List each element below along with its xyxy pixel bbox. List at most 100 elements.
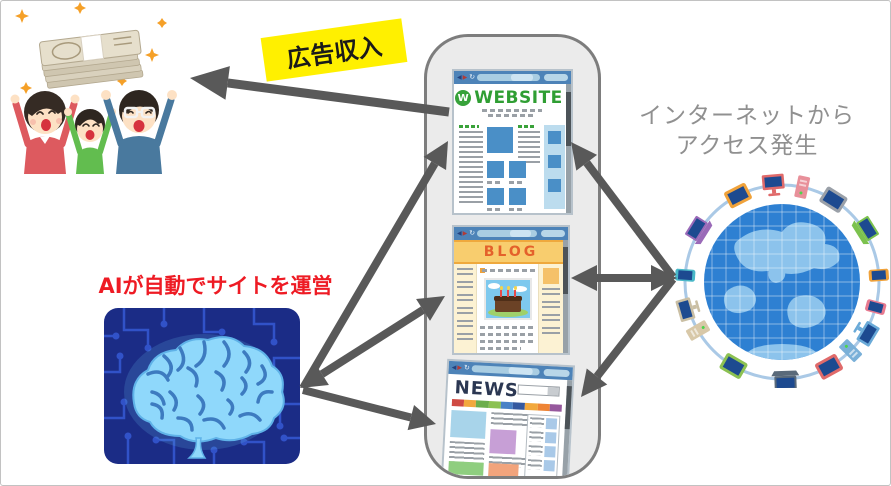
news-left-column <box>448 410 487 476</box>
ticker-segment <box>488 400 501 409</box>
phone-icon <box>868 268 890 282</box>
tablet-icon <box>815 354 843 380</box>
ad-box <box>543 268 559 284</box>
ai-caption: AIが自動でサイトを運営 <box>98 274 333 298</box>
laptop-icon <box>771 370 800 388</box>
back-icon: ◀ <box>457 74 462 81</box>
monitor-icon <box>675 297 701 322</box>
blog-window: ◀ ▶ ↻ BLOG <box>452 225 570 355</box>
content-image <box>509 161 526 178</box>
circuit-nodes <box>112 320 288 454</box>
phone-icon <box>865 299 887 315</box>
scrollbar <box>563 240 568 353</box>
blog-right-sidebar <box>538 264 563 353</box>
cake-photo <box>484 278 532 320</box>
forward-icon: ▶ <box>462 230 468 237</box>
money-family-illustration <box>10 2 177 174</box>
ai-brain-illustration <box>104 308 300 464</box>
tablet-icon <box>719 353 748 379</box>
search-box <box>517 384 560 397</box>
content-image <box>509 188 526 205</box>
browser-menu-button <box>543 74 568 81</box>
placeholder-text <box>482 109 542 112</box>
ticker-segment <box>537 403 550 412</box>
placeholder-text <box>488 114 536 117</box>
blog-header: BLOG <box>454 240 568 264</box>
news-image-purple <box>489 429 517 455</box>
ticker-segment <box>451 399 465 407</box>
brain-icon <box>132 336 285 459</box>
news-title: NEWS <box>454 377 520 402</box>
tower-icon <box>794 175 811 199</box>
news-right-sidebar <box>524 414 561 476</box>
thumbnail <box>543 459 556 472</box>
website-title: WEBSITE <box>474 88 563 108</box>
ticker-segment <box>500 401 514 410</box>
money-stack-icon <box>38 29 144 89</box>
ticker-segment <box>512 402 526 410</box>
internet-caption-line1: インターネットから <box>639 103 855 129</box>
website-logo-icon: W <box>455 90 472 106</box>
blog-left-sidebar <box>454 264 477 353</box>
content-image <box>487 161 504 178</box>
monitor-icon <box>761 173 785 197</box>
browser-menu-button <box>541 230 565 237</box>
forward-icon: ▶ <box>457 364 463 372</box>
boy-figure <box>64 108 116 174</box>
internet-caption-line2: アクセス発生 <box>675 133 819 159</box>
news-window: ◀ ▶ ↻ NEWS <box>440 358 576 476</box>
tower-icon <box>839 339 862 362</box>
laptop-icon <box>685 216 713 245</box>
globe-continents <box>723 222 840 360</box>
news-category-bar <box>451 399 562 412</box>
ticker-segment <box>463 399 477 408</box>
tower-icon <box>686 320 710 341</box>
globe-devices <box>674 173 890 388</box>
ticker-segment <box>524 402 538 411</box>
forward-icon: ▶ <box>462 74 468 81</box>
thumbnail <box>544 445 556 458</box>
address-bar <box>477 230 538 237</box>
father-figure <box>101 90 177 174</box>
thumbnail <box>544 431 557 444</box>
website-sidebar <box>544 125 565 209</box>
tablet-icon <box>724 182 752 209</box>
content-image <box>487 188 504 205</box>
thumbnail <box>545 417 558 430</box>
tablet-icon <box>819 186 848 213</box>
news-image-orange <box>488 463 519 476</box>
internet-globe-illustration <box>674 173 890 388</box>
reload-icon: ↻ <box>469 73 476 81</box>
ticker-segment <box>476 400 489 408</box>
laptop-icon <box>851 216 879 245</box>
blog-article <box>478 264 537 353</box>
blog-browser-bar: ◀ ▶ ↻ <box>454 227 568 240</box>
phone-icon <box>674 268 696 282</box>
mother-figure <box>10 91 80 174</box>
arrow-brain-to-news <box>302 386 436 431</box>
browser-menu-button <box>543 368 570 378</box>
sparkle-icon <box>15 2 167 94</box>
website-window: ◀ ▶ ↻ W WEBSITE <box>452 69 573 215</box>
content-image <box>487 127 513 153</box>
internet-caption: インターネットから アクセス発生 <box>608 101 886 161</box>
news-photo <box>450 410 487 439</box>
blog-title: BLOG <box>483 244 539 260</box>
globe-grid <box>704 204 860 360</box>
address-bar <box>471 365 540 376</box>
website-browser-bar: ◀ ▶ ↻ <box>454 71 571 84</box>
scrollbar <box>566 84 571 213</box>
news-middle-column <box>488 412 529 476</box>
ad-revenue-label: 広告収入 <box>260 18 408 82</box>
news-image-green <box>448 460 484 476</box>
website-logo-row: W WEBSITE <box>454 88 564 108</box>
back-icon: ◀ <box>457 230 462 237</box>
reload-icon: ↻ <box>469 229 476 237</box>
ticker-segment <box>549 404 562 412</box>
scrollbar <box>561 380 573 476</box>
address-bar <box>477 74 540 81</box>
monitor-icon <box>853 321 880 347</box>
placeholder-column <box>518 125 540 165</box>
reload-icon: ↻ <box>463 363 471 372</box>
